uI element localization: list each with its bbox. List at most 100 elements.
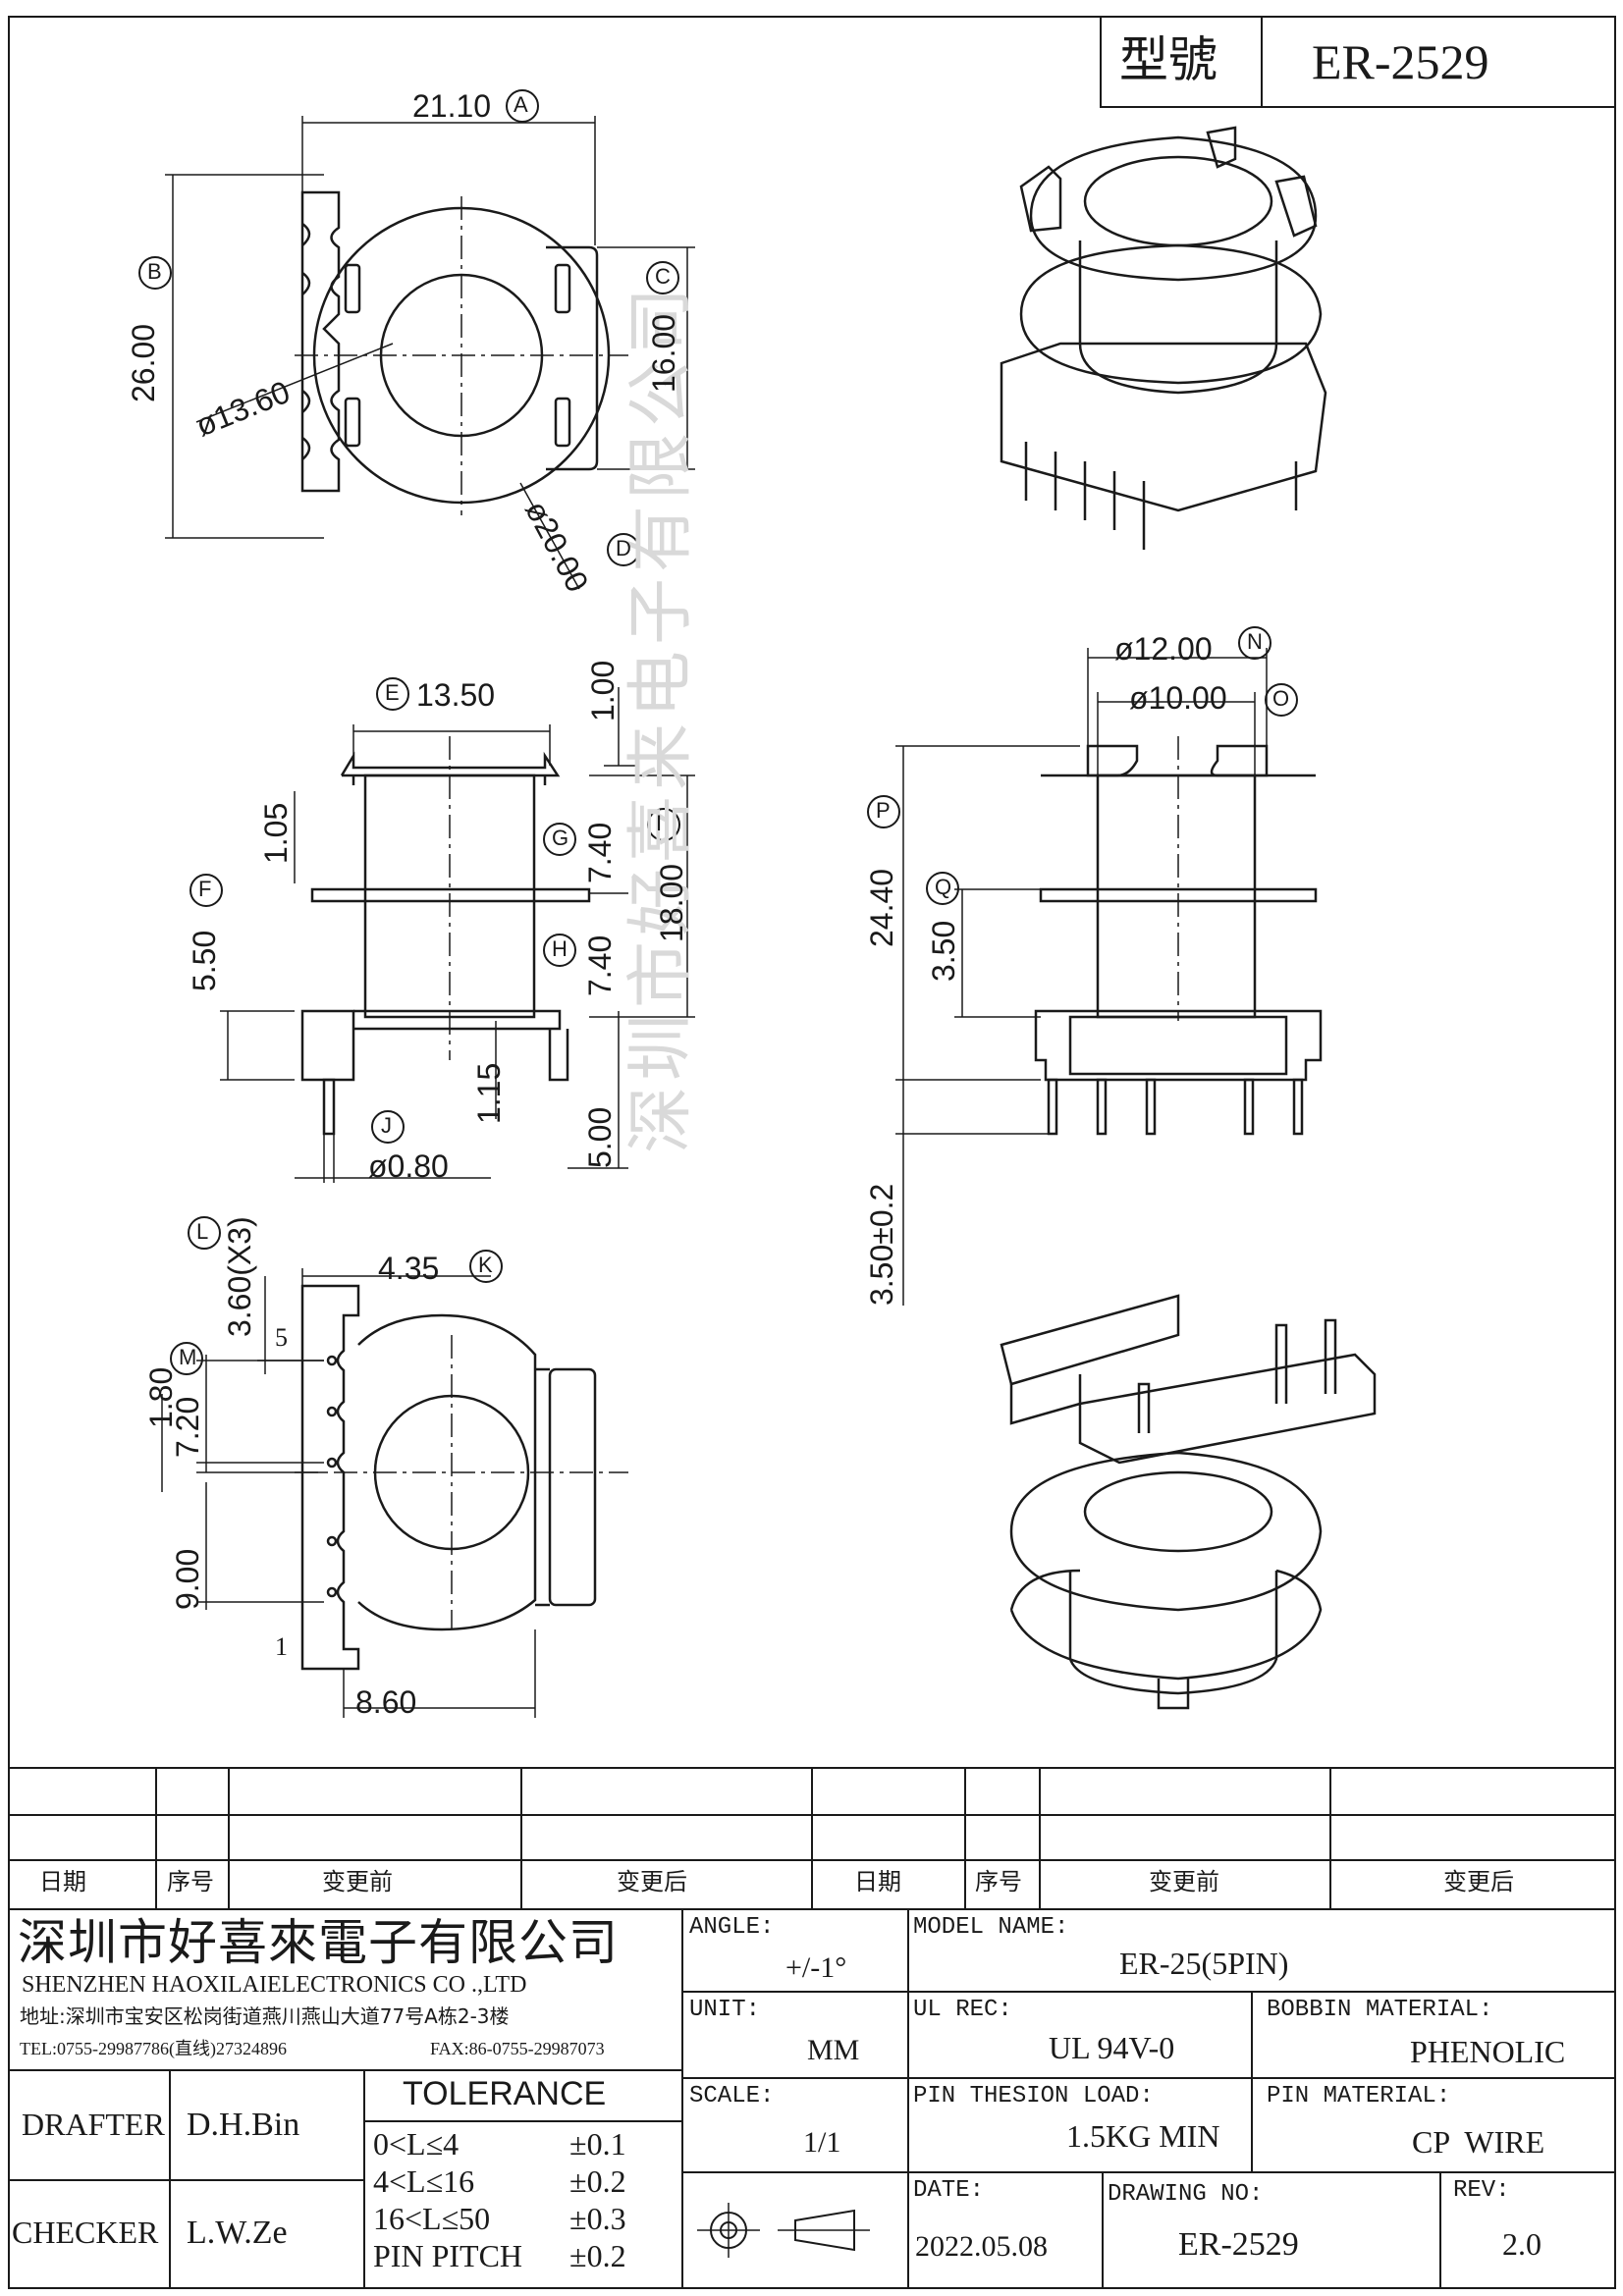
dim-f-small: 1.05 bbox=[258, 802, 294, 864]
front-view bbox=[220, 687, 695, 1183]
tolerance-value-4: ±0.2 bbox=[569, 2238, 626, 2273]
tolerance-range-2: 4<L≤16 bbox=[373, 2163, 475, 2199]
tolerance-title: TOLERANCE bbox=[403, 2075, 607, 2112]
dim-pin-len: 5.00 bbox=[582, 1106, 618, 1168]
rev-header-after-2: 变更后 bbox=[1443, 1868, 1514, 1896]
isometric-view-bottom bbox=[1000, 1294, 1377, 1710]
dim-w: 8.60 bbox=[355, 1684, 417, 1720]
pin-material-value: CP WIRE bbox=[1412, 2124, 1545, 2160]
dim-q-tag: Q bbox=[935, 875, 952, 899]
checker-label: CHECKER bbox=[12, 2215, 159, 2250]
rev-header-before-2: 变更前 bbox=[1149, 1868, 1219, 1896]
ul-label: UL REC: bbox=[913, 1997, 1012, 2023]
drawing-no-value: ER-2529 bbox=[1178, 2226, 1299, 2263]
tolerance-value-3: ±0.3 bbox=[569, 2201, 626, 2236]
company-name-en: SHENZHEN HAOXILAIELECTRONICS CO .,LTD bbox=[22, 1972, 527, 1998]
tolerance-range-3: 16<L≤50 bbox=[373, 2201, 491, 2236]
rev-label: REV: bbox=[1453, 2177, 1510, 2204]
side-view bbox=[895, 648, 1323, 1306]
dim-f: 5.50 bbox=[187, 930, 222, 991]
top-view bbox=[165, 116, 695, 590]
dim-pin-ext: 3.50±0.2 bbox=[864, 1183, 899, 1306]
unit-value: MM bbox=[807, 2034, 860, 2066]
dim-f-tag: F bbox=[198, 877, 212, 901]
scale-label: SCALE: bbox=[689, 2083, 775, 2109]
rev-header-seq-1: 序号 bbox=[167, 1868, 214, 1896]
dim-n-tag: N bbox=[1247, 629, 1263, 654]
dim-i-tag: I bbox=[656, 811, 663, 835]
date-value: 2022.05.08 bbox=[915, 2230, 1048, 2263]
dim-9: 9.00 bbox=[170, 1548, 205, 1610]
dim-g: 7.40 bbox=[582, 822, 618, 883]
angle-label: ANGLE: bbox=[689, 1914, 775, 1941]
drafter-value: D.H.Bin bbox=[187, 2107, 300, 2143]
dim-h-tag: H bbox=[552, 936, 568, 961]
pin-1-label: 1 bbox=[275, 1632, 288, 1661]
dim-o: ø10.00 bbox=[1129, 680, 1227, 716]
rev-header-seq-2: 序号 bbox=[975, 1868, 1022, 1896]
dim-k: 4.35 bbox=[378, 1251, 440, 1286]
dim-m-tag: M bbox=[179, 1345, 197, 1369]
bobbin-label: BOBBIN MATERIAL: bbox=[1267, 1997, 1493, 2023]
unit-label: UNIT: bbox=[689, 1997, 761, 2023]
dim-i: 18.00 bbox=[654, 863, 689, 942]
company-name-cn: 深圳市好喜來電子有限公司 bbox=[18, 1914, 619, 1971]
dim-o-tag: O bbox=[1272, 686, 1290, 711]
technical-drawing bbox=[138, 89, 1377, 1718]
date-label: DATE: bbox=[913, 2177, 985, 2204]
pin-load-label: PIN THESION LOAD: bbox=[913, 2083, 1154, 2109]
pin-material-label: PIN MATERIAL: bbox=[1267, 2083, 1451, 2109]
rev-header-after-1: 变更后 bbox=[617, 1868, 687, 1896]
rev-header-before-1: 变更前 bbox=[322, 1868, 393, 1896]
pin-load-value: 1.5KG MIN bbox=[1066, 2118, 1220, 2154]
projection-symbol-icon bbox=[697, 2203, 870, 2258]
dim-e-tag: E bbox=[385, 680, 400, 705]
company-tel: TEL:0755-29987786(直线)27324896 bbox=[20, 2039, 287, 2058]
pin-5-label: 5 bbox=[275, 1323, 288, 1352]
dim-l: 3.60(X3) bbox=[222, 1216, 257, 1337]
bobbin-value: PHENOLIC bbox=[1410, 2034, 1566, 2069]
dim-b: 26.00 bbox=[126, 323, 161, 402]
dim-p-tag: P bbox=[876, 798, 891, 823]
tolerance-value-1: ±0.1 bbox=[569, 2126, 626, 2162]
model-title-block bbox=[1100, 16, 1616, 108]
dim-j: ø0.80 bbox=[368, 1148, 449, 1184]
angle-value: +/-1° bbox=[785, 1951, 847, 1984]
dim-b-tag: B bbox=[147, 259, 162, 284]
company-fax: FAX:86-0755-29987073 bbox=[430, 2039, 605, 2058]
sheet-border bbox=[8, 16, 1616, 2289]
dim-a-tag: A bbox=[514, 92, 528, 117]
dim-p: 24.40 bbox=[864, 868, 899, 947]
drawing-no-label: DRAWING NO: bbox=[1108, 2181, 1264, 2208]
company-address: 地址:深圳市宝安区松岗街道燕川燕山大道77号A栋2-3楼 bbox=[20, 2004, 510, 2028]
dim-m: 7.20 bbox=[170, 1396, 205, 1458]
dim-top-gap: 1.00 bbox=[585, 660, 621, 721]
dim-q: 3.50 bbox=[926, 920, 961, 982]
ul-value: UL 94V-0 bbox=[1049, 2030, 1175, 2065]
rev-header-date-2: 日期 bbox=[854, 1868, 901, 1896]
dim-c-tag: C bbox=[655, 264, 671, 289]
bottom-view bbox=[161, 1268, 628, 1718]
dim-g-tag: G bbox=[552, 826, 569, 850]
dim-c: 16.00 bbox=[646, 313, 681, 393]
dim-k-tag: K bbox=[478, 1253, 493, 1277]
dim-l-tag: L bbox=[196, 1219, 209, 1244]
dim-e: 13.50 bbox=[416, 677, 496, 713]
drafter-label: DRAFTER bbox=[22, 2107, 165, 2142]
dim-a: 21.10 bbox=[412, 88, 492, 124]
rev-header-date-1: 日期 bbox=[39, 1868, 86, 1896]
tolerance-range-1: 0<L≤4 bbox=[373, 2126, 460, 2162]
isometric-view-top bbox=[1000, 126, 1327, 550]
dim-d-tag: D bbox=[616, 536, 631, 561]
checker-value: L.W.Ze bbox=[187, 2215, 288, 2251]
model-value: ER-2529 bbox=[1312, 34, 1489, 89]
model-label: 型號 bbox=[1119, 31, 1217, 88]
scale-value: 1/1 bbox=[803, 2126, 841, 2159]
model-name-value: ER-25(5PIN) bbox=[1119, 1946, 1289, 1981]
watermark: 深圳市好喜来电子有限公司 bbox=[622, 281, 700, 1153]
tolerance-value-2: ±0.2 bbox=[569, 2163, 626, 2199]
dim-h: 7.40 bbox=[582, 934, 618, 996]
model-name-label: MODEL NAME: bbox=[913, 1914, 1069, 1941]
dim-base-small: 1.15 bbox=[471, 1062, 507, 1124]
